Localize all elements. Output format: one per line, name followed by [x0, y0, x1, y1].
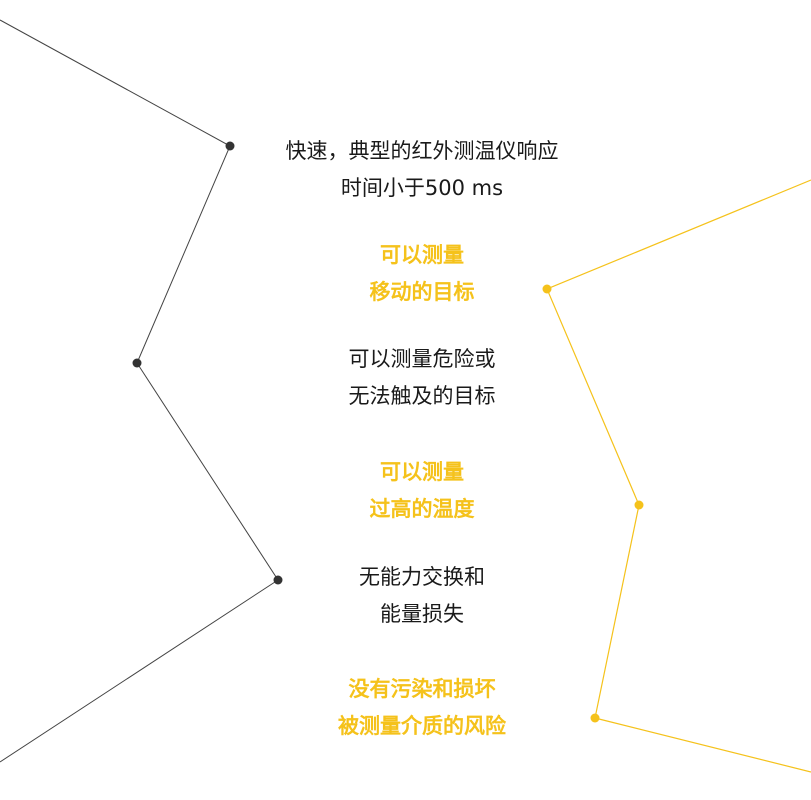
- feature-no-energy-loss: 无能力交换和 能量损失: [222, 559, 622, 633]
- feature-line: 可以测量: [380, 243, 464, 267]
- feature-high-temperature: 可以测量 过高的温度: [222, 454, 622, 528]
- feature-line: 可以测量危险或: [348, 347, 496, 371]
- feature-no-contamination: 没有污染和损坏 被测量介质的风险: [222, 671, 622, 745]
- feature-line: 能量损失: [380, 602, 464, 626]
- feature-dangerous-targets: 可以测量危险或 无法触及的目标: [222, 341, 622, 415]
- feature-line: 移动的目标: [369, 280, 475, 304]
- yellow-node-3: [590, 713, 600, 723]
- yellow-node-2: [634, 500, 644, 510]
- feature-line: 可以测量: [380, 460, 464, 484]
- feature-line: 过高的温度: [369, 497, 475, 521]
- dark-node-1: [225, 141, 235, 151]
- feature-line: 被测量介质的风险: [338, 714, 506, 738]
- yellow-node-1: [542, 284, 552, 294]
- feature-fast-response: 快速，典型的红外测温仪响应 时间小于500 ms: [222, 133, 622, 207]
- feature-line: 没有污染和损坏: [348, 677, 496, 701]
- dark-node-3: [273, 575, 283, 585]
- feature-line: 无法触及的目标: [348, 384, 496, 408]
- feature-moving-targets: 可以测量 移动的目标: [222, 237, 622, 311]
- feature-line: 时间小于500 ms: [340, 176, 504, 200]
- dark-node-2: [132, 358, 142, 368]
- feature-line: 快速，典型的红外测温仪响应: [285, 139, 559, 163]
- feature-line: 无能力交换和: [359, 565, 485, 589]
